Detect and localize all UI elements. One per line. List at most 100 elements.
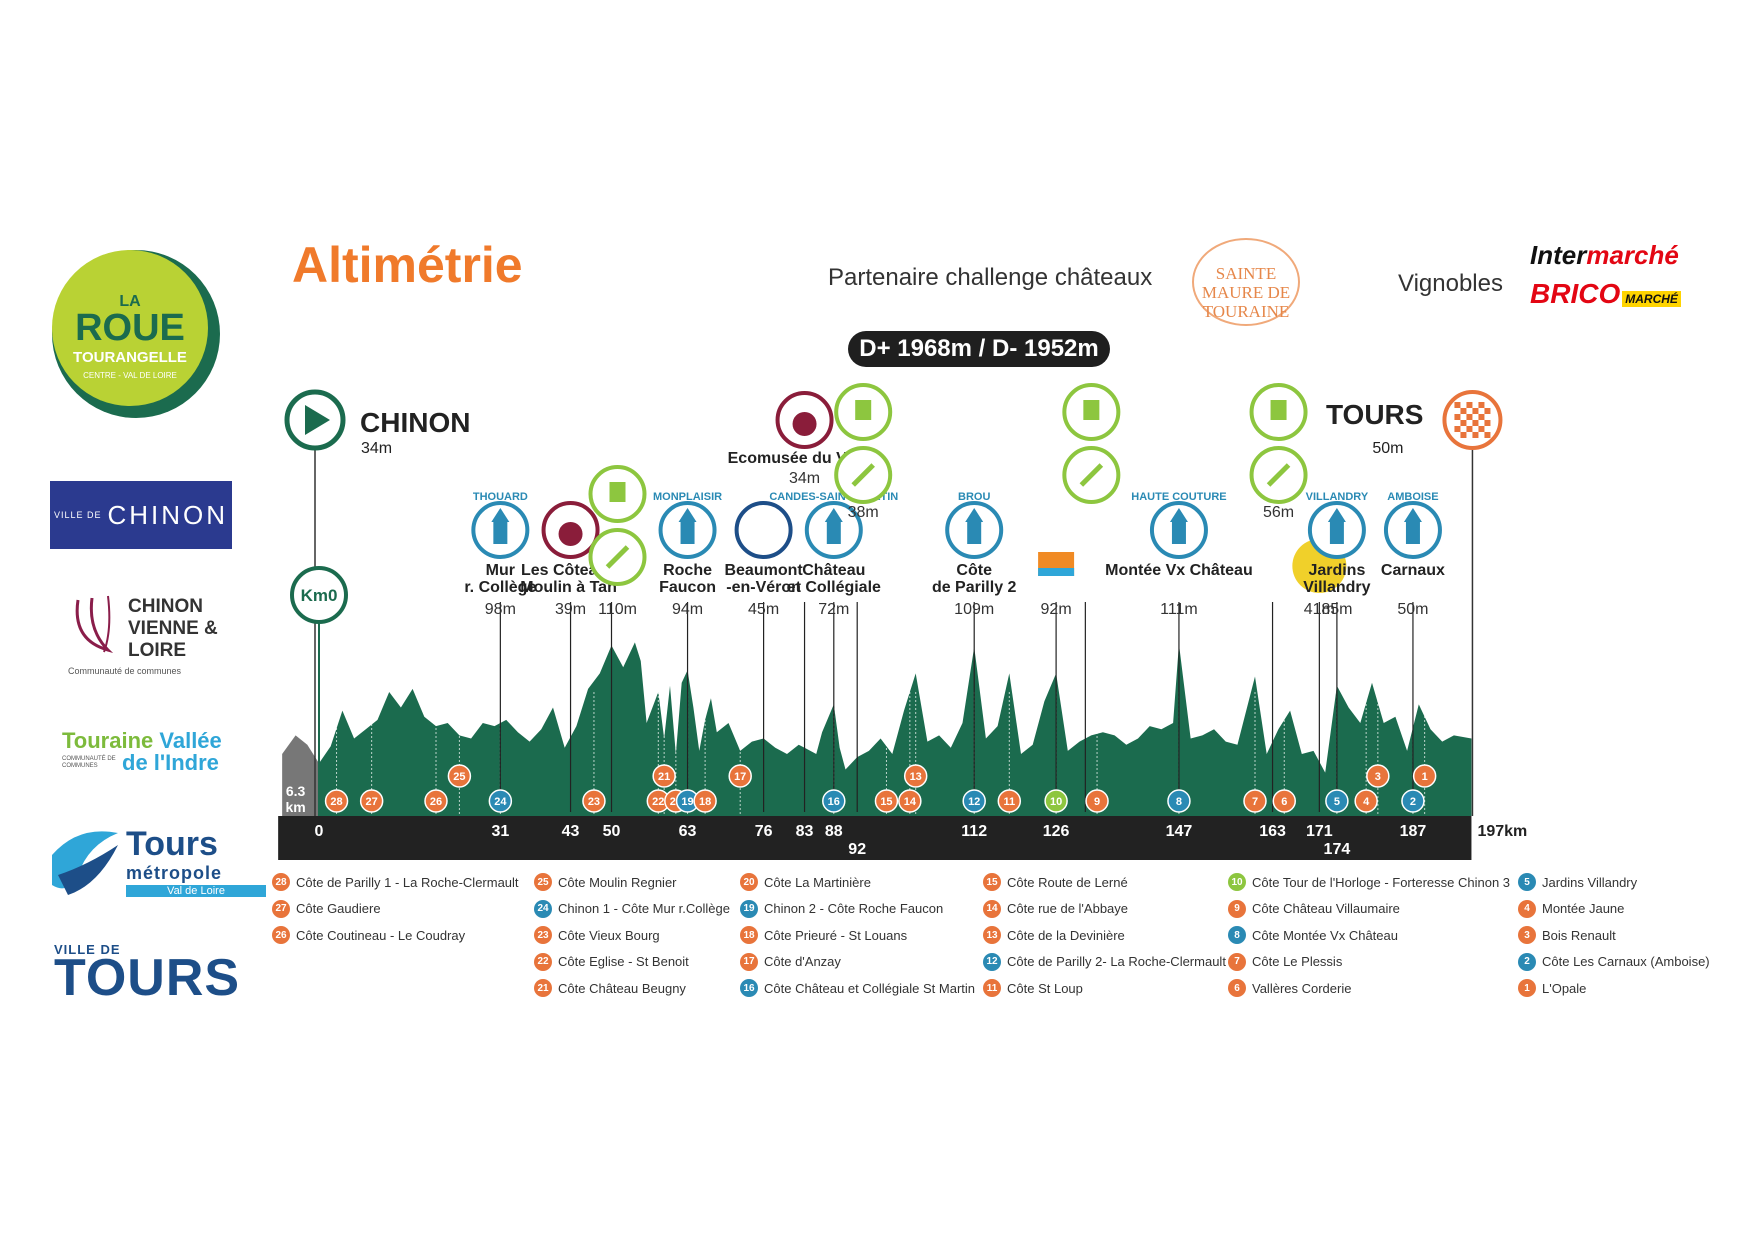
waypoint-altitude: 72m — [818, 601, 849, 618]
finish-checker-cell — [1484, 420, 1491, 426]
start-play-icon — [305, 405, 330, 435]
km-tick-label: 83 — [796, 823, 814, 840]
legend-label: Côte Moulin Regnier — [558, 874, 677, 890]
waypoint-name: Faucon — [659, 579, 716, 596]
km-tick-label: 63 — [679, 823, 697, 840]
castle-tower-shape — [967, 522, 982, 544]
ville-de-tours-logo: VILLE DE TOURS — [54, 942, 241, 1007]
legend-number: 19 — [740, 899, 758, 918]
climb-marker — [903, 764, 928, 788]
legend-number: 26 — [272, 926, 290, 944]
finish-checker-cell — [1484, 408, 1491, 414]
km-end-label: 197km — [1477, 823, 1527, 840]
legend-label: Côte Château et Collégiale St Martin — [764, 980, 976, 996]
legend-label: Côte Route de Lerné — [1007, 874, 1128, 890]
waypoint-name: Roche — [663, 562, 712, 579]
finish-checker-cell — [1478, 426, 1485, 432]
legend-label: Côte d'Anzay — [764, 954, 841, 969]
castle-roof-shape — [1327, 508, 1346, 522]
rainbow-flag-stripe — [1038, 568, 1075, 576]
legend-number: 13 — [983, 926, 1001, 944]
climb-marker — [1325, 789, 1349, 813]
km-tick-label: 126 — [1043, 823, 1070, 840]
climb-marker-number: 13 — [910, 771, 922, 783]
climb-marker-number: 12 — [968, 796, 980, 808]
finish-checker-cell — [1472, 432, 1479, 438]
climb-marker — [1401, 789, 1425, 813]
svg-text:CENTRE - VAL DE LOIRE: CENTRE - VAL DE LOIRE — [83, 371, 177, 380]
legend-label: Côte La Martinière — [764, 874, 871, 890]
waypoint-name: et Collégiale — [787, 579, 881, 596]
legend-number: 23 — [534, 926, 552, 944]
place-name: HAUTE COUTURE — [1131, 491, 1226, 503]
climb-marker-number: 24 — [494, 796, 507, 808]
waypoint-altitude: 34m — [789, 470, 820, 487]
waypoint-altitude: 45m — [748, 601, 779, 618]
waypoint-altitude: 111m — [1160, 601, 1198, 618]
waypoint-altitude: 38m — [848, 504, 879, 521]
waypoint-name: Moulin à Tan — [520, 579, 617, 596]
climb-marker — [488, 789, 513, 813]
legend-number: 17 — [740, 952, 758, 971]
castle-roof-shape — [824, 508, 843, 522]
km-tick-label: 112 — [961, 823, 987, 840]
legend-number: 22 — [534, 952, 552, 971]
legend-label: L'Opale — [1542, 980, 1587, 996]
legend-number: 5 — [1518, 873, 1536, 891]
km-tick-label: 76 — [755, 823, 773, 840]
legend-number: 27 — [272, 899, 290, 918]
legend-label: Côte rue de l'Abbaye — [1007, 901, 1129, 916]
grapes-shape — [558, 522, 583, 546]
climb-marker-number: 16 — [828, 796, 840, 808]
climb-marker-number: 28 — [330, 796, 342, 808]
km-tick-label: 171 — [1306, 823, 1333, 840]
waypoint-name: -en-Véron — [726, 579, 801, 596]
waypoint-altitude: 41m — [1304, 601, 1335, 618]
grapes-shape — [792, 412, 817, 436]
climb-marker-number: 6 — [1281, 796, 1287, 808]
climb-marker — [997, 789, 1022, 813]
climb-marker-number: 2 — [1410, 796, 1416, 808]
waypoint-name: r. Collège — [464, 579, 536, 596]
finish-checker-cell — [1478, 414, 1485, 420]
castle-roof-shape — [1169, 508, 1188, 522]
finish-checker-cell — [1466, 414, 1473, 420]
legend-label: Bois Renault — [1542, 927, 1616, 943]
start-name: CHINON — [360, 407, 470, 438]
legend-number: 1 — [1518, 979, 1536, 997]
castle-roof-shape — [965, 508, 984, 522]
sainte-maure-logo: SAINTE MAURE DE TOURAINE — [1192, 238, 1300, 326]
waypoint-altitude: 56m — [1263, 504, 1294, 521]
km-tick-label: 163 — [1259, 823, 1286, 840]
castle-tower-shape — [1405, 522, 1420, 544]
legend-label: Vallères Corderie — [1252, 980, 1352, 996]
elevation-gain-badge: D+ 1968m / D- 1952m — [848, 331, 1110, 367]
climb-marker — [1412, 764, 1437, 788]
touraine-vallee-indre-logo: Touraine Vallée COMMUNAUTÉ DE COMMUNES d… — [62, 728, 222, 775]
legend-label: Côte Les Carnaux (Amboise) — [1542, 954, 1710, 969]
legend-label: Jardins Villandry — [1542, 874, 1638, 890]
climb-marker-number: 23 — [588, 796, 600, 808]
waypoint-name: Mur — [486, 562, 515, 579]
climb-marker — [1044, 789, 1068, 813]
legend-number: 16 — [740, 979, 758, 997]
legend-item: 1 L'Opale — [1518, 977, 1586, 999]
climb-marker-number: 21 — [658, 771, 670, 783]
climb-marker-number: 18 — [699, 796, 711, 808]
climb-marker-number: 17 — [734, 771, 746, 783]
legend-label: Côte de Parilly 1 - La Roche-Clermault — [296, 874, 519, 890]
place-name: THOUARD — [473, 491, 528, 503]
place-name: AMBOISE — [1387, 491, 1438, 503]
place-name: MONPLAISIR — [653, 491, 722, 503]
waypoint-name: Jardins — [1308, 562, 1365, 579]
